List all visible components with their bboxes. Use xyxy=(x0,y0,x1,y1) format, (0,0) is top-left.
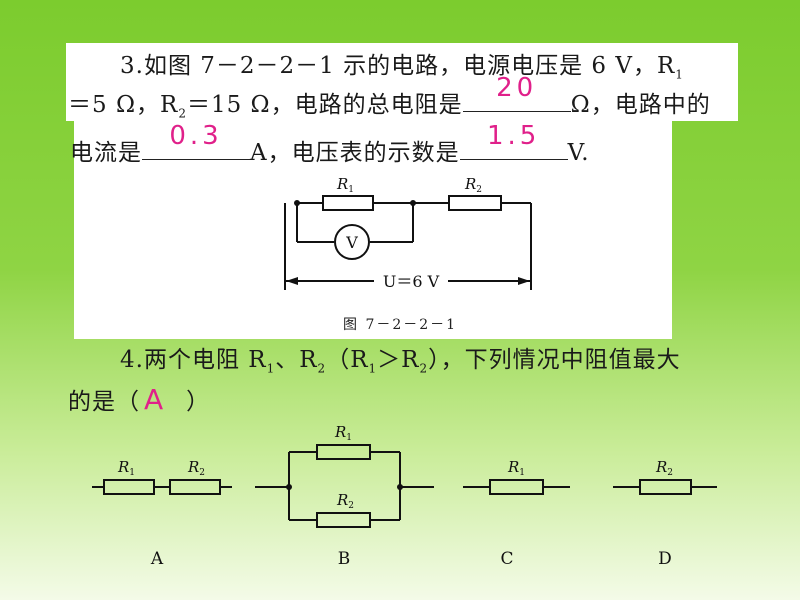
figure-background xyxy=(74,121,672,339)
answer-blank-current: 0.3 xyxy=(142,121,250,160)
voltmeter-label: V xyxy=(345,233,358,252)
figure-caption: 图 7－2－2－1 xyxy=(343,317,458,333)
option-a-r1 xyxy=(103,479,155,495)
q4-line2: 的是（A） xyxy=(68,383,211,416)
option-b-r2 xyxy=(316,512,371,528)
option-a-r2 xyxy=(169,479,221,495)
option-d-r-label: R2 xyxy=(655,458,673,478)
r2-label: R2 xyxy=(464,175,482,195)
option-b-label: B xyxy=(338,549,351,569)
option-d-label: D xyxy=(658,549,672,569)
option-a-r2-label: R2 xyxy=(187,458,205,478)
option-c-r-label: R1 xyxy=(507,458,525,478)
answer-current: 0.3 xyxy=(169,121,223,151)
option-c-r1 xyxy=(489,479,544,495)
q3-line1: 3.如图 7－2－2－1 示的电路，电源电压是 6 V，R1 xyxy=(120,53,684,82)
r1-label: R1 xyxy=(336,175,354,195)
question3-background xyxy=(66,43,738,121)
answer-blank-resistance: 20 xyxy=(462,73,571,112)
option-d-r2 xyxy=(639,479,692,495)
option-a-label: A xyxy=(150,549,164,569)
option-b-r2-label: R2 xyxy=(336,491,354,511)
voltage-label: U＝6 V xyxy=(383,272,440,291)
q4-line1: 4.两个电阻 R1、R2（R1＞R2），下列情况中阻值最大 xyxy=(120,347,681,376)
q4-answer: A xyxy=(144,383,165,416)
option-c-label: C xyxy=(500,549,513,569)
answer-blank-voltage: 1.5 xyxy=(459,121,568,160)
answer-voltage: 1.5 xyxy=(486,121,541,151)
option-b-r1-label: R1 xyxy=(334,423,352,443)
option-a-r1-label: R1 xyxy=(117,458,135,478)
answer-resistance: 20 xyxy=(496,73,538,103)
voltmeter xyxy=(334,224,370,260)
option-b-r1 xyxy=(316,444,371,460)
